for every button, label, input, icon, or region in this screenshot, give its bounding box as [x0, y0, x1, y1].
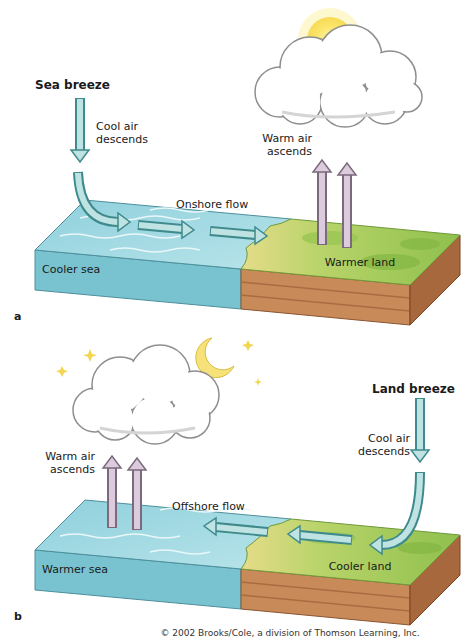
flow-label: Onshore flow [176, 198, 248, 211]
surface-label: Warmer land [320, 256, 400, 269]
panel-title: Sea breeze [35, 78, 110, 92]
panel-title: Land breeze [372, 382, 455, 396]
surface-label: Cooler sea [42, 263, 100, 276]
offshore-flow-arrow [204, 518, 352, 543]
air-label: Cool air descends [96, 120, 156, 146]
flow-label: Offshore flow [172, 500, 245, 513]
air-label: Cool air descends [350, 432, 410, 458]
panel-letter: a [14, 310, 21, 323]
warm-air-arrow [103, 456, 146, 530]
panel-letter: b [14, 610, 22, 623]
copyright-note: © 2002 Brooks/Cole, a division of Thomso… [120, 628, 460, 639]
cool-air-arrow [370, 398, 429, 554]
surface-label: Warmer sea [42, 563, 108, 576]
warm-air-arrow [313, 160, 356, 248]
air-label: Warm air ascends [30, 450, 95, 476]
cloud [255, 25, 422, 127]
onshore-flow-arrow [138, 221, 267, 244]
air-label: Warm air ascends [250, 132, 312, 158]
cloud [73, 345, 219, 444]
land-sea-block [35, 500, 460, 625]
cool-air-arrow [71, 98, 130, 231]
surface-label: Cooler land [320, 560, 400, 573]
